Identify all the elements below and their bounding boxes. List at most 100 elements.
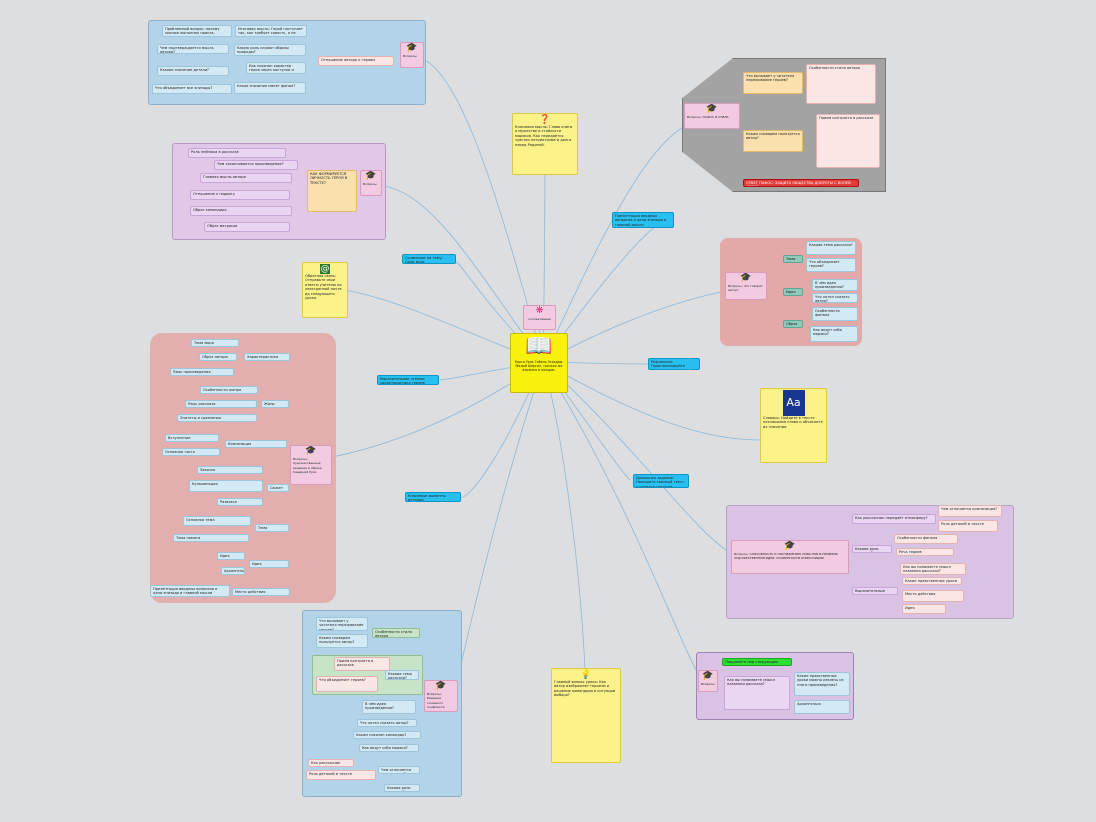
lb-node-3[interactable]: Характеристика речи [244,353,290,361]
rm-node-4[interactable]: Что хотел сказать автор? [812,293,858,303]
lb-node-16[interactable]: Основная тема [183,516,251,526]
lt-node-6[interactable]: Как показан характер героя через поступк… [246,62,306,74]
lbt-node-3[interactable]: Каким словарем пользуется автор? [316,634,368,648]
lt-node-1[interactable]: Проблемный вопрос: почему экипаж выполни… [162,25,232,37]
lt-node-4[interactable]: Какую роль играют образы природы? [234,44,306,56]
rt-node-4[interactable]: Прием контраста в рассказе [816,114,880,168]
lb-node-5[interactable]: Особенности жанра [200,386,258,394]
lbt-node-12[interactable]: Чем отличается композиция? [378,766,420,774]
lbt-node-1[interactable]: Что вызывает у читателя переживание геро… [316,617,368,631]
blue-label-4[interactable]: Рефлексия: Проанализируйте каждое предло… [648,358,700,370]
lb-node-22[interactable]: Место действия [232,588,290,596]
lbt-node-8[interactable]: Что хотел сказать автор? [357,719,417,727]
lt-node-5[interactable]: Каково значение детали? [157,66,229,76]
note-2-text: Обратная связь: Отправьте свои ответы уч… [305,274,342,301]
lb-node-11[interactable]: Основная часть [162,448,220,456]
lv-node-1[interactable]: Роль пейзажа в рассказе [188,148,286,158]
lbt-node-13[interactable]: Роль деталей в тексте [306,770,376,780]
lt-node-2[interactable]: Итоговая мысль: Герой поступает так, как… [235,25,307,37]
rm-node-5[interactable]: Особенности финала [812,307,858,321]
rl-node-7[interactable]: Выразительные средства [852,587,898,595]
rb-node-2[interactable]: Какие нравственные уроки можно извлечь и… [794,672,850,696]
rl-node-10[interactable]: Место действия [902,590,964,602]
hub-top[interactable]: 🎓 Вопросы [400,42,424,68]
lb-node-10[interactable]: Композиция [225,440,287,448]
rt-node-3[interactable]: Каким словарем пользуется автор? [743,130,803,152]
blue-label-2[interactable]: Сочинение на тему: Сила духа [402,254,456,264]
lb-node-15[interactable]: Развязка [217,498,263,506]
hub-left-bottom-label: Вопросы: Решение основного конфликта [427,692,445,710]
rm-node-6[interactable]: Как ведут себя моряки? [810,326,858,342]
rb-green-node[interactable]: Подумайте над следующим вопросом [722,658,792,666]
rt-node-2[interactable]: Особенности стиля автора [806,64,876,104]
rm-tag-2[interactable]: Идея [783,288,803,296]
lb-node-1[interactable]: Тема моря [191,339,239,347]
rl-node-11[interactable]: Идея [902,604,946,614]
lbt-node-4[interactable]: Прием контраста в рассказе [334,657,390,671]
lv-node-5[interactable]: Образ командира [190,206,292,216]
rl-node-2[interactable]: Чем отличается композиция? [938,505,1002,517]
rl-node-3[interactable]: Роль деталей в тексте [938,520,998,532]
lb-node-21[interactable]: Архангельск [221,567,245,575]
hub-right-low[interactable]: 🎓 Вопросы: СПОСОБНОСТЬ К ПОСТИЖЕНИЮ СМЫС… [731,540,849,574]
lt-node-7[interactable]: Что объединяет все эпизоды? [152,84,232,94]
rl-node-4[interactable]: Какова роль диалога? [852,545,892,553]
hub-right-mid[interactable]: 🎓 Вопросы: Что говорит автор? [725,272,767,300]
rb-node-1[interactable]: Как вы понимаете смысл названия рассказа… [724,676,790,710]
lbt-node-11[interactable]: Как рассказчик передаёт атмосферу? [308,759,354,767]
lb-node-20[interactable]: Идея [249,560,289,568]
lv-node-6[interactable]: Образ матросов [204,222,290,232]
lv-node-3[interactable]: Главная мысль автора [200,173,292,183]
rm-node-1[interactable]: Какова тема рассказа? [806,241,856,255]
rm-node-2[interactable]: Что объединяет героев? [806,258,856,272]
blue-label-1[interactable]: Презентация вводных вопросов о цели эпиз… [612,212,674,228]
rt-node-1[interactable]: Что вызывает у читателя переживание геро… [743,72,803,94]
lb-node-12[interactable]: Завязка [197,466,263,474]
lt-node-8[interactable]: Какое значение имеет финал? [234,82,306,94]
blue-label-5[interactable]: Ключевые моменты истории [405,492,461,502]
rb-node-3[interactable]: Архангельск [794,700,850,714]
lv-node-2[interactable]: Чем заканчивается произведение? [214,160,298,170]
lb-node-18[interactable]: Тема памяти [173,534,249,542]
lt-node-9[interactable]: Отношение автора к героям [318,56,394,66]
lb-node-23[interactable]: Презентация вводных вопросов о цели эпиз… [150,585,230,597]
lbt-node-14[interactable]: Какова роль диалога? [384,784,420,792]
lbt-node-10[interactable]: Как ведут себя моряки? [359,744,419,752]
lb-node-9[interactable]: Вступление [165,434,219,442]
rm-node-3[interactable]: В чём идея произведения? [812,279,858,291]
lb-node-4[interactable]: Язык произведения [170,368,234,376]
lb-node-17[interactable]: Тема [255,524,289,532]
lbt-node-7[interactable]: В чём идея произведения? [362,700,416,714]
lbt-node-6[interactable]: Что объединяет героев? [316,676,378,692]
rl-node-5[interactable]: Особенности финала [894,534,958,544]
lb-node-14[interactable]: Сюжет [267,484,289,492]
note-2: @ Обратная связь: Отправьте свои ответы … [302,262,348,318]
rm-tag-3[interactable]: Образ [783,320,803,328]
hub-right-top[interactable]: 🎓 Вопросы: ПАФОС И СТИЛЬ [684,103,740,129]
lb-node-8[interactable]: Эпитеты и сравнения [177,414,257,422]
blue-label-6[interactable]: Домашнее задание: Напишите связный текст… [633,474,689,488]
hub-right-bottom[interactable]: 🎓 Вопросы [698,670,718,692]
lb-node-6[interactable]: Жанр [261,400,289,408]
blue-label-3[interactable]: Выразительное чтение: характеристика гер… [377,375,439,385]
hub-small[interactable]: ❋ коллективная [523,305,556,330]
rl-node-6[interactable]: Речь героев [896,548,954,556]
lb-node-7[interactable]: Язык рассказа [185,400,257,408]
central-topic[interactable]: 📖 Карта Урок Гибель Эскадры. Милый Шерги… [510,333,568,393]
lbt-node-2[interactable]: Особенности стиля автора [372,628,420,638]
lb-node-13[interactable]: Кульминация [189,480,263,492]
rl-node-8[interactable]: Как вы понимаете смысл названия рассказа… [900,563,966,575]
lb-node-2[interactable]: Образ автора [199,353,237,361]
hub-left-big[interactable]: 🎓 Вопросы: Художественные решения в обра… [290,445,332,485]
lbt-node-5[interactable]: Какова тема рассказа? [385,670,419,680]
lt-node-3[interactable]: Чем подтверждается мысль автора? [157,44,229,54]
hub-left-bottom[interactable]: 🎓 Вопросы: Решение основного конфликта [424,680,458,712]
rl-node-9[interactable]: Какие нравственные уроки можно извлечь и… [902,577,962,585]
lbt-node-9[interactable]: Каким показан командир? [353,731,421,739]
hub-left-top[interactable]: 🎓 Вопросы [360,170,382,196]
rl-node-1[interactable]: Как рассказчик передаёт атмосферу? [852,514,936,524]
rm-tag-1[interactable]: Тема [783,255,803,263]
note-1: ❓ Ключевая мысль: Глава книги о мужестве… [512,113,578,175]
lb-node-19[interactable]: Идея произведения [217,552,245,560]
lv-node-4[interactable]: Отношение к подвигу [190,190,290,200]
